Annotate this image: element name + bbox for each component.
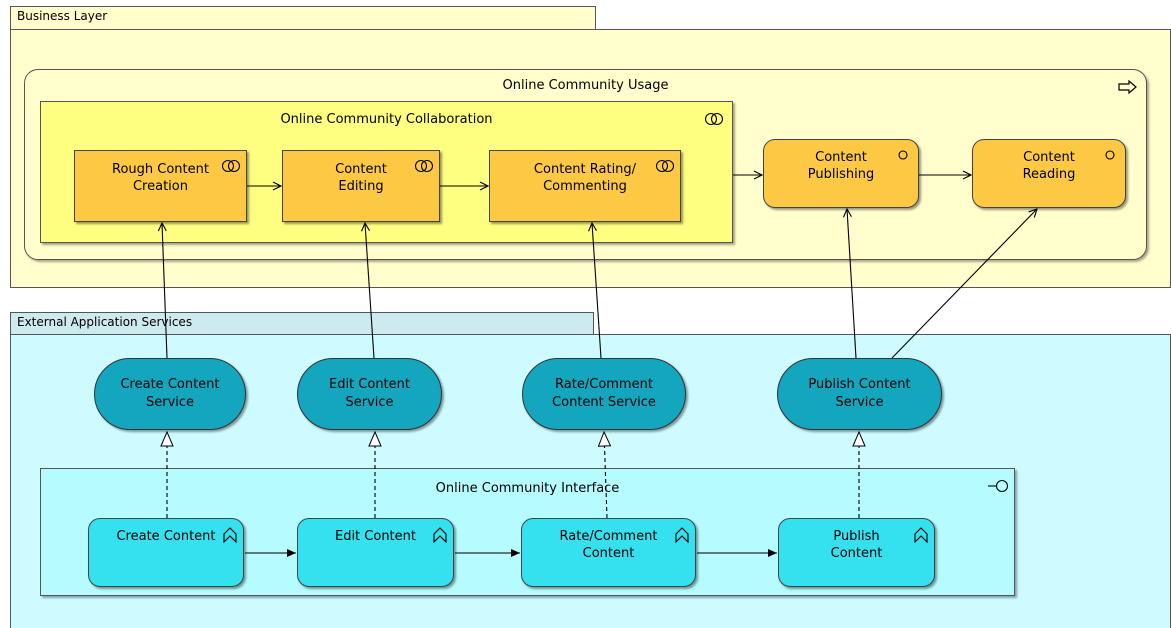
rough-content-creation-label: Rough Content Creation xyxy=(112,162,209,194)
content-rating-commenting-label: Content Rating/ Commenting xyxy=(533,162,637,194)
interface-title: Online Community Interface xyxy=(435,481,620,496)
collaboration-icon xyxy=(414,159,434,173)
event-circle-icon xyxy=(1105,150,1115,160)
edit-content-function[interactable]: Edit Content xyxy=(297,518,454,587)
rate-comment-content-function[interactable]: Rate/Comment Content xyxy=(521,518,696,587)
usage-title: Online Community Usage xyxy=(502,78,669,93)
publish-content-service-label: Publish Content Service xyxy=(808,377,911,410)
business-layer-label: Business Layer xyxy=(17,9,108,23)
content-publishing-label: Content Publishing xyxy=(807,150,875,182)
content-editing-box[interactable]: Content Editing xyxy=(282,150,440,222)
function-icon xyxy=(914,527,928,543)
function-icon xyxy=(433,527,447,543)
rate-comment-content-service[interactable]: Rate/Comment Content Service xyxy=(522,358,686,430)
business-layer-tab[interactable]: Business Layer xyxy=(10,6,596,30)
collaboration-title: Online Community Collaboration xyxy=(280,112,493,127)
content-publishing-box[interactable]: Content Publishing xyxy=(763,139,919,208)
create-content-function[interactable]: Create Content xyxy=(88,518,244,587)
publish-content-service[interactable]: Publish Content Service xyxy=(777,358,942,430)
edit-content-function-label: Edit Content xyxy=(334,529,416,544)
rate-comment-content-service-label: Rate/Comment Content Service xyxy=(552,377,656,410)
function-icon xyxy=(223,527,237,543)
edit-content-service[interactable]: Edit Content Service xyxy=(297,358,442,430)
publish-content-function[interactable]: Publish Content xyxy=(778,518,935,587)
publish-content-function-label: Publish Content xyxy=(830,529,883,561)
rough-content-creation-box[interactable]: Rough Content Creation xyxy=(74,150,247,222)
content-reading-box[interactable]: Content Reading xyxy=(972,139,1126,208)
event-circle-icon xyxy=(898,150,908,160)
content-reading-label: Content Reading xyxy=(1022,150,1076,182)
process-arrow-icon xyxy=(1118,80,1137,94)
interface-lollipop-icon xyxy=(988,479,1009,493)
application-layer-label: External Application Services xyxy=(17,315,193,329)
rate-comment-content-function-label: Rate/Comment Content xyxy=(559,529,658,561)
content-editing-label: Content Editing xyxy=(335,162,387,194)
create-content-function-label: Create Content xyxy=(116,529,216,544)
create-content-service[interactable]: Create Content Service xyxy=(94,358,246,430)
content-rating-commenting-box[interactable]: Content Rating/ Commenting xyxy=(489,150,681,222)
edit-content-service-label: Edit Content Service xyxy=(328,377,410,410)
collaboration-icon xyxy=(221,159,241,173)
application-layer-tab[interactable]: External Application Services xyxy=(10,312,594,335)
function-icon xyxy=(675,527,689,543)
collaboration-icon xyxy=(655,159,675,173)
create-content-service-label: Create Content Service xyxy=(120,377,220,410)
collaboration-icon xyxy=(704,112,724,126)
